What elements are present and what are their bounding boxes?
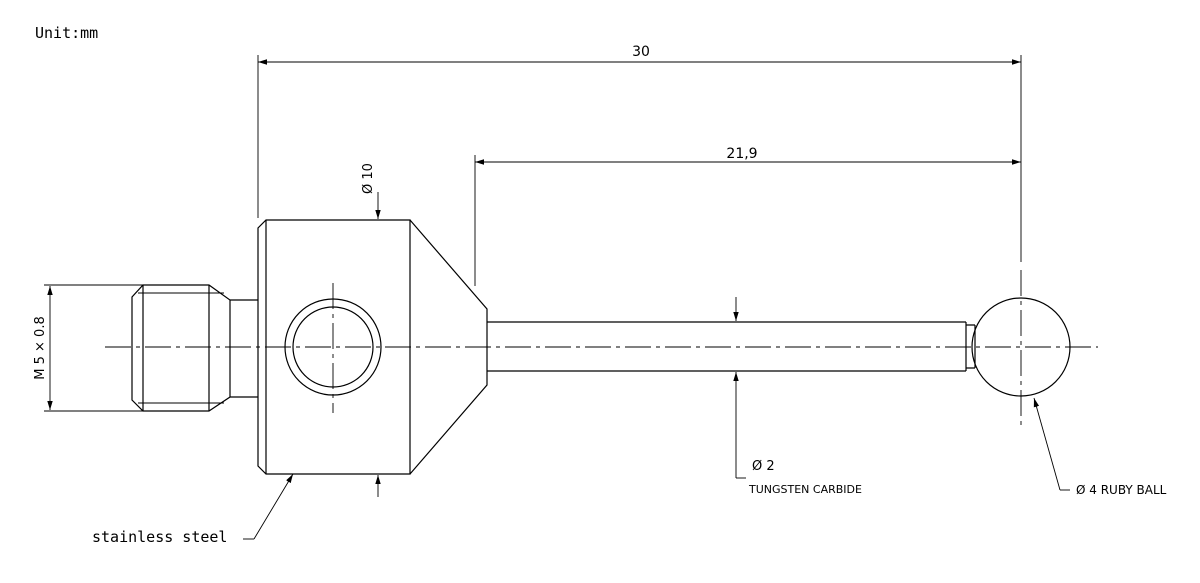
stem-length-dimension: 21,9: [474, 146, 1021, 286]
unit-label: Unit:mm: [35, 24, 98, 42]
thread-dimension: M 5 × 0.8: [33, 284, 143, 412]
stem-section: [487, 321, 976, 372]
body-diameter-dimension: Ø 10: [361, 163, 381, 497]
body-diameter-label: Ø 10: [361, 163, 376, 194]
stem-diameter-label: Ø 2: [752, 459, 775, 474]
thread-label: M 5 × 0.8: [33, 316, 48, 379]
stem-length-label: 21,9: [726, 146, 757, 162]
body-material-leader: stainless steel: [92, 473, 294, 546]
ball-diameter-leader: Ø 4 RUBY BALL: [1033, 397, 1167, 497]
body-material-label: stainless steel: [92, 528, 227, 546]
ball-diameter-label: Ø 4 RUBY BALL: [1076, 483, 1167, 497]
stem-material-label: TUNGSTEN CARBIDE: [748, 483, 862, 496]
overall-length-label: 30: [632, 44, 650, 60]
body-section: [257, 219, 488, 475]
overall-length-dimension: 30: [257, 44, 1022, 262]
thread-section: [131, 284, 258, 412]
stem-diameter-dimension: Ø 2 TUNGSTEN CARBIDE: [733, 297, 862, 496]
